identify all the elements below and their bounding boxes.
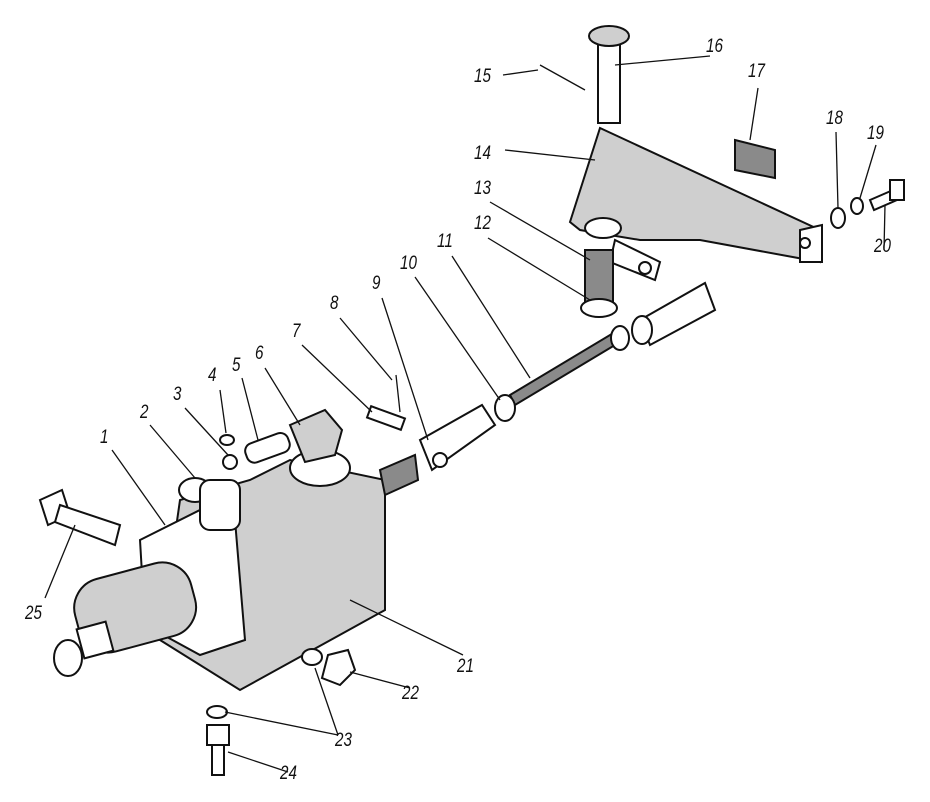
bolt-part-20: [868, 179, 905, 212]
fork-part-9: [418, 403, 497, 472]
callout-label: 2: [140, 402, 149, 423]
fitting-part-2: [178, 477, 241, 531]
callout-label: 15: [474, 66, 491, 87]
bolt-part-25: [38, 488, 122, 547]
callout-label: 12: [474, 213, 491, 234]
callout-label: 16: [706, 36, 723, 57]
callout-label: 9: [372, 273, 381, 294]
washer-part-4: [219, 434, 235, 446]
callout-label: 25: [25, 603, 42, 624]
callout-label: 24: [280, 763, 297, 784]
callout-label: 10: [400, 253, 417, 274]
pin-part-16: [588, 25, 630, 124]
callout-label: 17: [748, 61, 765, 82]
callout-label: 21: [457, 656, 474, 677]
callout-label: 5: [232, 355, 241, 376]
lock-washer-part-19: [850, 197, 864, 215]
nut-part-10: [494, 394, 516, 422]
nut-part-22: [320, 648, 357, 687]
callout-label: 22: [402, 683, 419, 704]
bolt-part-24: [206, 724, 230, 776]
callout-label: 6: [255, 343, 264, 364]
washer-part-23b: [206, 705, 228, 719]
callout-label: 13: [474, 178, 491, 199]
bracket-part-14: [568, 126, 823, 264]
callout-label: 7: [292, 321, 301, 342]
washer-part-18: [830, 207, 846, 229]
callout-label: 3: [173, 384, 182, 405]
leader-lines: [44, 55, 886, 773]
lock-washer-part-23: [301, 648, 323, 666]
pin-part-7: [365, 404, 407, 432]
fitting-part-5-6: [244, 408, 344, 464]
plug-part-3: [222, 454, 238, 470]
callout-label: 18: [826, 108, 843, 129]
callout-label: 19: [867, 123, 884, 144]
callout-label: 1: [100, 427, 109, 448]
callout-label: 14: [474, 143, 491, 164]
cotter-pin-part-15: [539, 64, 586, 91]
callout-label: 20: [874, 236, 891, 257]
callout-label: 23: [335, 730, 352, 751]
callout-label: 8: [330, 293, 339, 314]
lever-part-13: [580, 217, 662, 318]
cotter-pin-part-8: [395, 374, 401, 413]
callout-label: 4: [208, 365, 217, 386]
callout-label: 11: [437, 231, 453, 252]
